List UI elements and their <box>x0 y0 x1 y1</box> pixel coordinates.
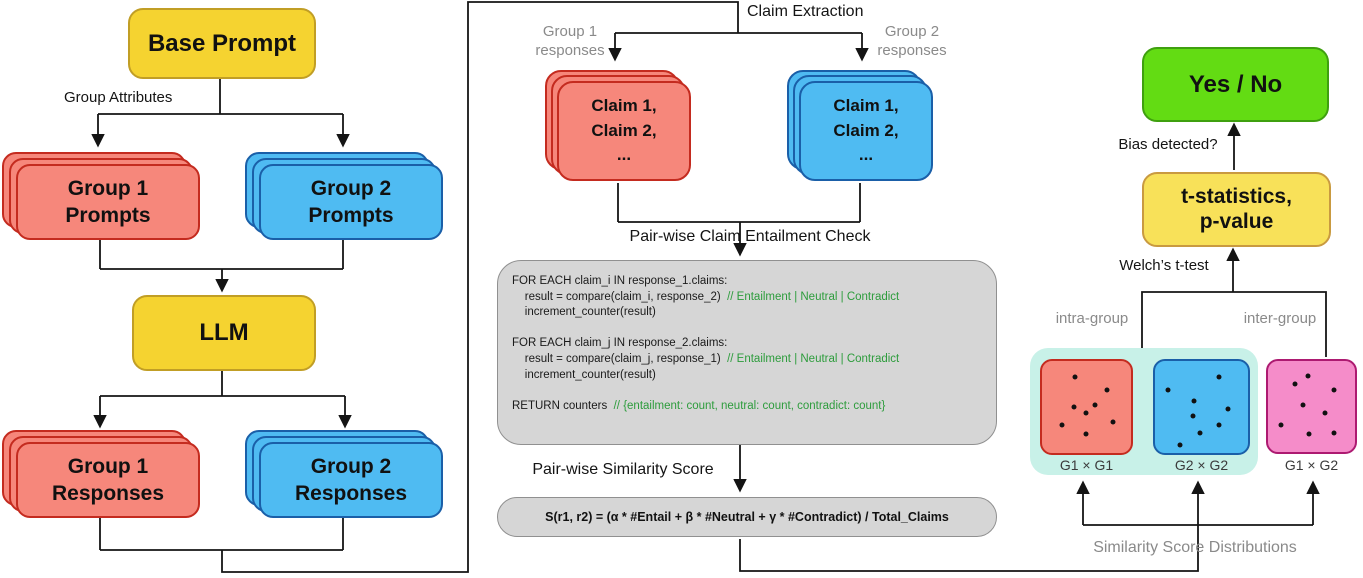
entailment-check-label: Pair-wise Claim Entailment Check <box>629 228 871 245</box>
stack-card-front: Claim 1, Claim 2, ... <box>557 81 691 181</box>
pseudocode-text: FOR EACH claim_i IN response_1.claims: r… <box>512 274 988 414</box>
g1xg2-label: G1 × G2 <box>1284 457 1339 473</box>
code-line: increment_counter(result) <box>512 306 656 319</box>
scatter-dot <box>1225 406 1231 412</box>
group2-claims-stack: Claim 1, Claim 2, ... <box>787 70 934 182</box>
code-line: FOR EACH claim_j IN response_2.claims: <box>512 337 728 350</box>
group2-prompts-stack: Group 2 Prompts <box>245 152 443 242</box>
group1-responses-stack: Group 1 Responses <box>2 430 200 520</box>
scatter-dot <box>1191 398 1197 404</box>
intra-group-label: intra-group <box>1055 310 1129 327</box>
scatter-dot <box>1177 442 1183 448</box>
scatter-dot <box>1322 410 1328 416</box>
scatter-dot <box>1110 419 1116 425</box>
scatter-dot <box>1059 422 1065 428</box>
scatter-dot <box>1071 404 1077 410</box>
entailment-pseudocode-box: FOR EACH claim_i IN response_1.claims: r… <box>497 260 997 445</box>
claim-extraction-label: Claim Extraction <box>747 3 864 20</box>
scatter-dot <box>1092 402 1098 408</box>
code-line <box>512 321 988 337</box>
g2xg2-box <box>1153 359 1250 455</box>
stack-card-front: Group 1 Prompts <box>16 164 200 240</box>
scatter-dot <box>1197 430 1203 436</box>
stack-card-front: Group 2 Responses <box>259 442 443 518</box>
scatter-dot <box>1331 430 1337 436</box>
t-statistics-box: t-statistics, p-value <box>1142 172 1331 247</box>
bias-detected-label: Bias detected? <box>1118 136 1218 153</box>
inter-group-label: inter-group <box>1243 310 1317 327</box>
code-line: RETURN counters // {entailment: count, n… <box>512 399 886 412</box>
similarity-formula-pill: S(r1, r2) = (α * #Entail + β * #Neutral … <box>497 497 997 537</box>
g1xg1-box <box>1040 359 1133 455</box>
code-line <box>512 383 988 399</box>
g1xg2-box <box>1266 359 1357 454</box>
similarity-score-label: Pair-wise Similarity Score <box>532 461 714 478</box>
scatter-dot <box>1216 422 1222 428</box>
scatter-dot <box>1306 431 1312 437</box>
similarity-distributions-label: Similarity Score Distributions <box>1093 539 1297 556</box>
group1-prompts-stack: Group 1 Prompts <box>2 152 200 242</box>
welch-t-test-label: Welch’s t-test <box>1119 257 1209 274</box>
code-line: result = compare(claim_j, response_1) //… <box>512 352 900 365</box>
stack-card-front: Group 2 Prompts <box>259 164 443 240</box>
scatter-dot <box>1278 422 1284 428</box>
scatter-dot <box>1072 374 1078 380</box>
scatter-dot <box>1305 373 1311 379</box>
group1-claims-stack: Claim 1, Claim 2, ... <box>545 70 692 182</box>
scatter-dot <box>1083 431 1089 437</box>
code-line: increment_counter(result) <box>512 368 656 381</box>
scatter-dot <box>1292 381 1298 387</box>
stack-card-front: Claim 1, Claim 2, ... <box>799 81 933 181</box>
base-prompt-box: Base Prompt <box>128 8 316 79</box>
scatter-dot <box>1216 374 1222 380</box>
code-line: result = compare(claim_i, response_2) //… <box>512 290 900 303</box>
group1-responses-note: Group 1 responses <box>535 23 605 59</box>
stack-card-front: Group 1 Responses <box>16 442 200 518</box>
scatter-dot <box>1331 387 1337 393</box>
scatter-dot <box>1190 413 1196 419</box>
group-attributes-label: Group Attributes <box>64 89 173 106</box>
g1xg1-label: G1 × G1 <box>1059 457 1114 473</box>
scatter-dot <box>1300 402 1306 408</box>
llm-box: LLM <box>132 295 316 371</box>
scatter-dot <box>1083 410 1089 416</box>
scatter-dot <box>1165 387 1171 393</box>
g2xg2-label: G2 × G2 <box>1174 457 1229 473</box>
group2-responses-stack: Group 2 Responses <box>245 430 443 520</box>
code-line: FOR EACH claim_i IN response_1.claims: <box>512 275 728 287</box>
scatter-dot <box>1104 387 1110 393</box>
yes-no-box: Yes / No <box>1142 47 1329 122</box>
group2-responses-note: Group 2 responses <box>877 23 947 59</box>
